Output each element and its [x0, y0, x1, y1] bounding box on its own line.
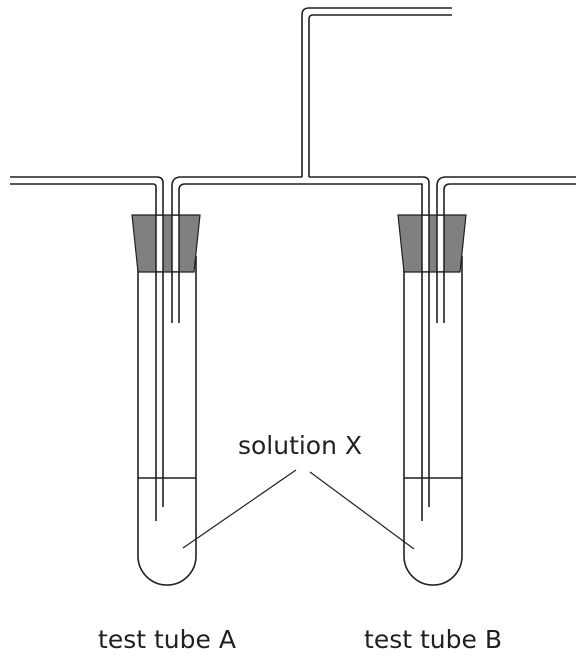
solution-x-label: solution X — [238, 431, 362, 460]
test-tube-b — [397, 214, 467, 586]
gas-supply-pipe — [301, 7, 452, 177]
stopper-b — [397, 214, 467, 273]
test-tube-b-label: test tube B — [364, 625, 502, 654]
test-tube-a — [131, 214, 201, 586]
pointer-line-b — [309, 471, 415, 550]
test-tube-a-label: test tube A — [98, 625, 236, 654]
solution-pointer-lines — [182, 469, 415, 550]
manifold-pipe — [10, 176, 576, 521]
pointer-line-a — [182, 469, 297, 549]
stopper-a — [131, 214, 201, 273]
